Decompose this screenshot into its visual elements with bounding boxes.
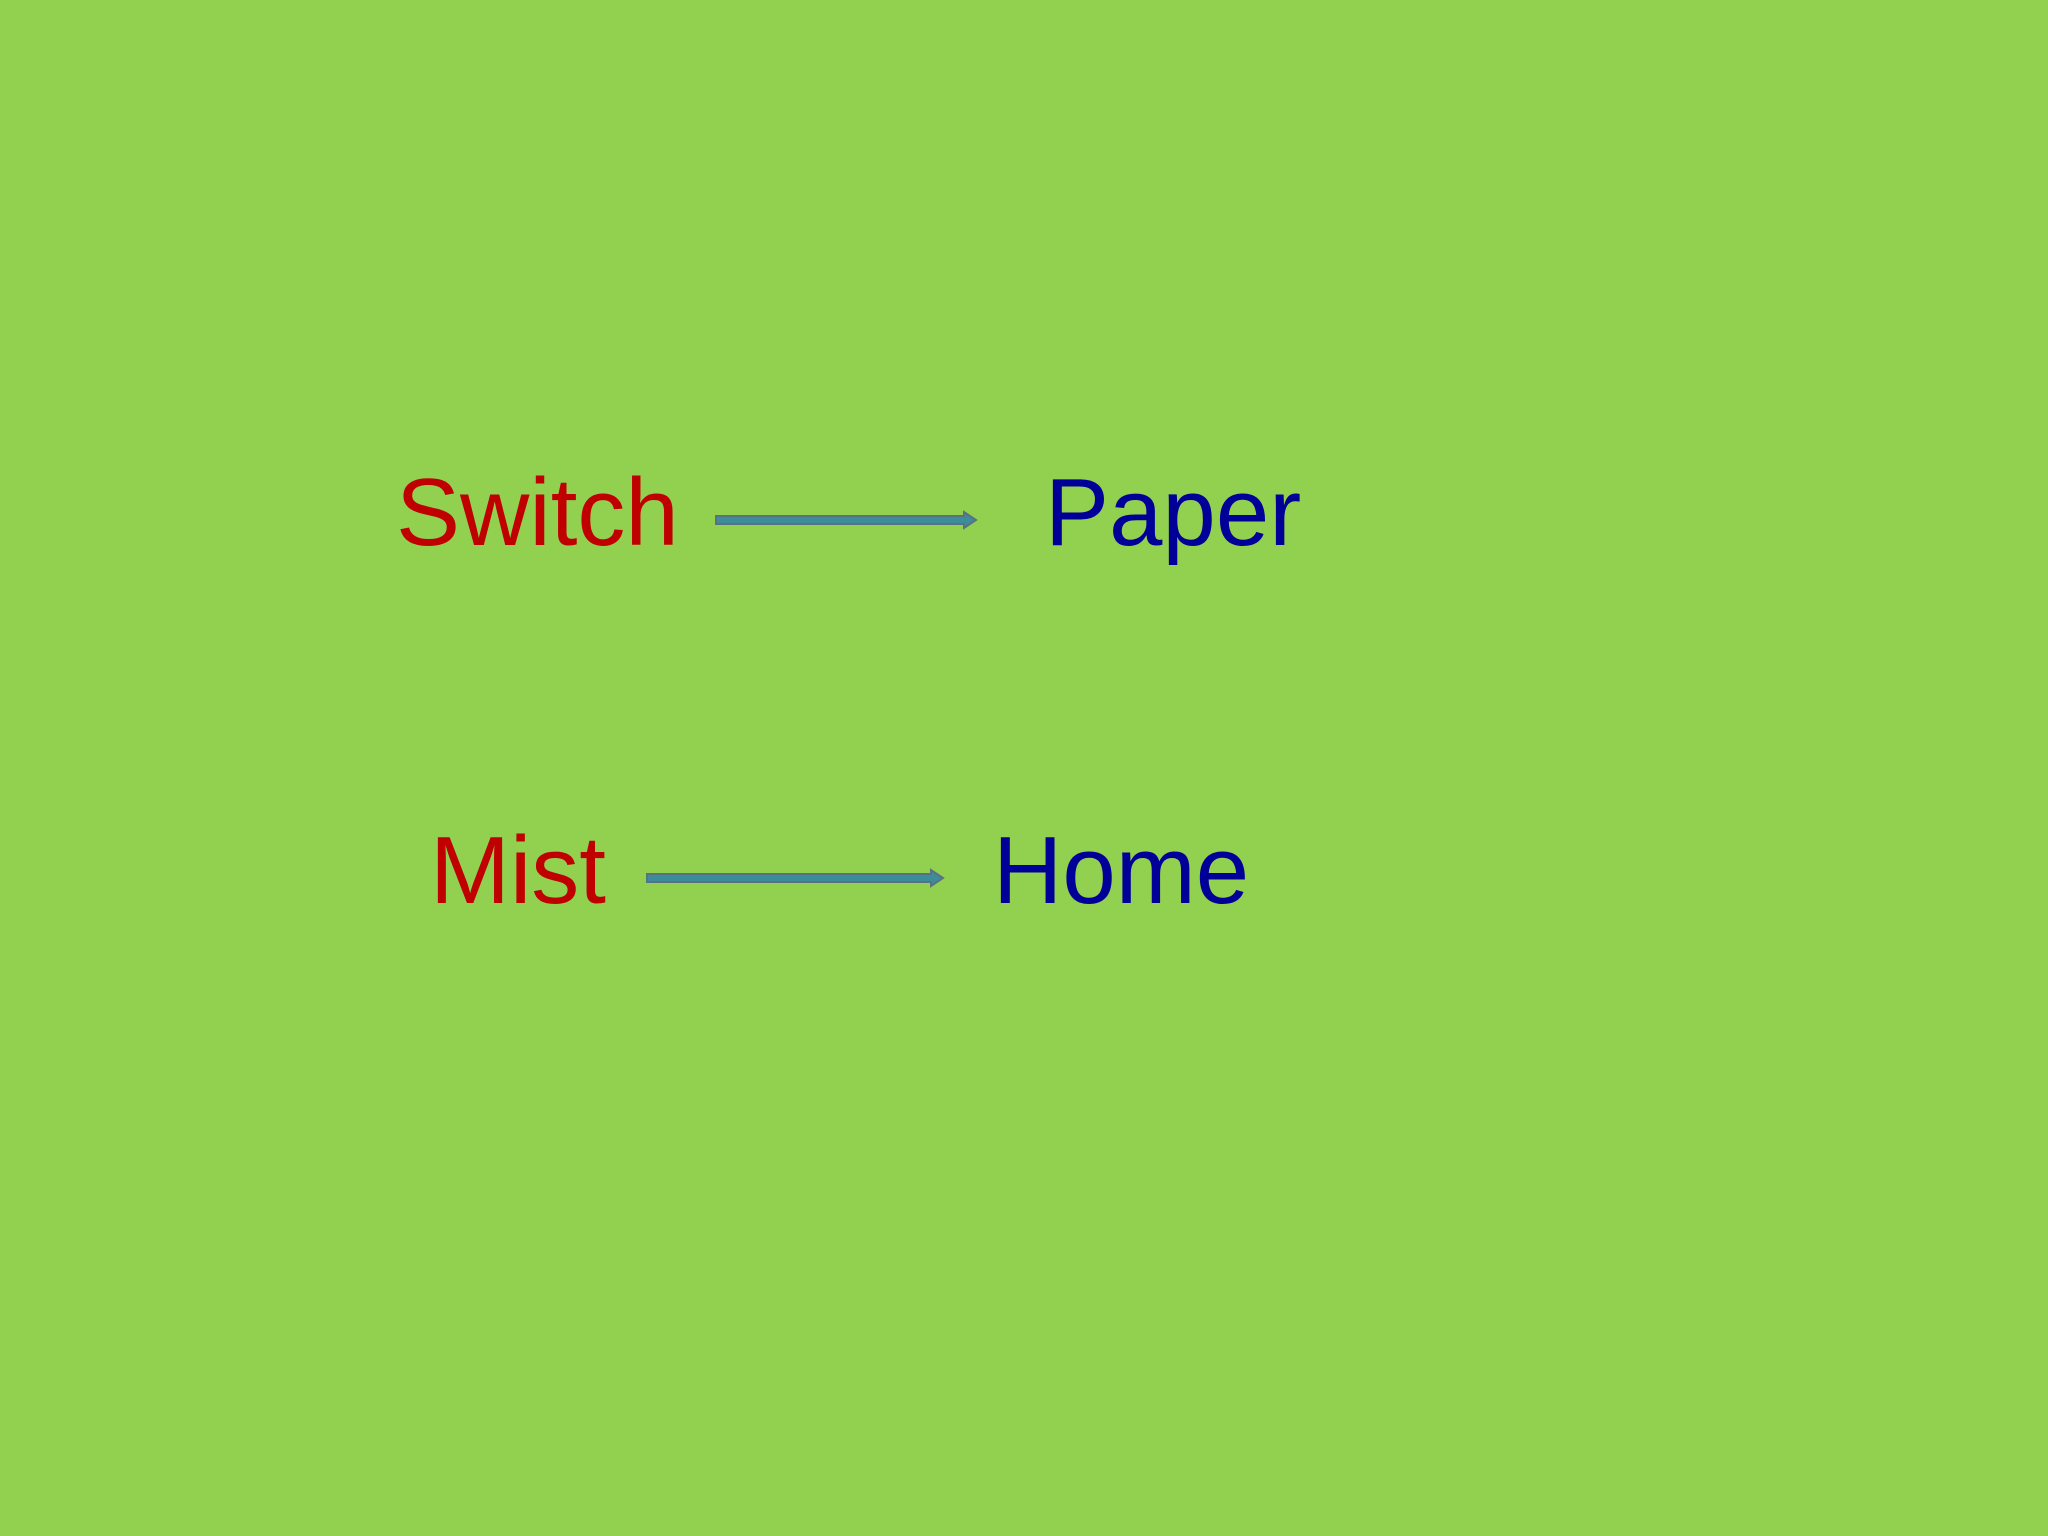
- right-arrow-shape: [646, 868, 945, 888]
- right-arrow-icon: [714, 510, 978, 530]
- target-word-paper: Paper: [1045, 459, 1302, 566]
- right-arrow-shape: [715, 510, 978, 530]
- source-word-mist: Mist: [430, 817, 606, 924]
- right-arrow-icon: [645, 868, 945, 888]
- target-word-home: Home: [993, 817, 1250, 924]
- source-word-switch: Switch: [396, 459, 679, 566]
